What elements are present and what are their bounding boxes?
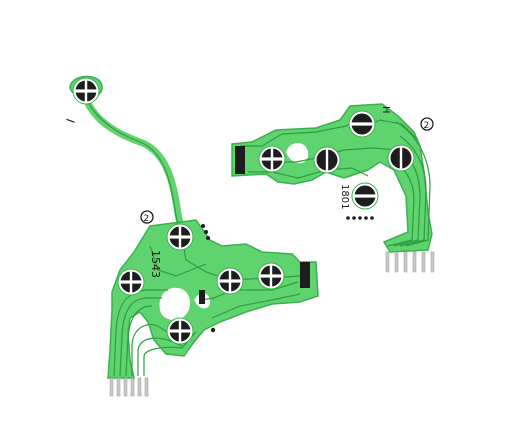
right-board-cutout: [286, 143, 309, 164]
right-pad-2: [348, 110, 376, 138]
left-dots: [201, 224, 216, 333]
left-pad-1: [166, 223, 194, 251]
left-pad-4: [216, 267, 244, 295]
left-contact-bar: [300, 262, 310, 288]
right-connector-pins: [385, 251, 435, 273]
right-top-marker: H: [380, 106, 391, 114]
right-pad-4: [387, 144, 415, 172]
left-board-cutout: [159, 287, 191, 320]
left-flex-arm: [80, 92, 186, 233]
right-pad-5: [351, 182, 379, 210]
left-top-pad: [72, 77, 100, 105]
left-membrane-board: I 2 1543: [64, 75, 319, 397]
right-pad-3: [313, 146, 341, 174]
left-traces: [83, 93, 301, 377]
right-membrane-board: H 2 1801: [231, 103, 435, 273]
right-printed-code: 1801: [339, 184, 350, 209]
svg-text:2: 2: [424, 121, 430, 131]
right-contact-bar: [235, 146, 245, 174]
left-small-contact: [199, 290, 205, 304]
left-top-marker: I: [64, 117, 78, 125]
svg-text:2: 2: [144, 214, 150, 224]
left-pad-5: [257, 262, 285, 290]
right-board-body: [231, 103, 433, 253]
left-pad-2: [117, 268, 145, 296]
left-pad-3: [166, 317, 194, 345]
right-dots: [346, 216, 374, 220]
left-circle-marker: 2: [140, 210, 154, 224]
right-pad-1: [258, 145, 286, 173]
left-printed-code: 1543: [149, 250, 162, 278]
right-circle-marker: 2: [420, 117, 434, 131]
left-connector-pins: [109, 377, 149, 397]
